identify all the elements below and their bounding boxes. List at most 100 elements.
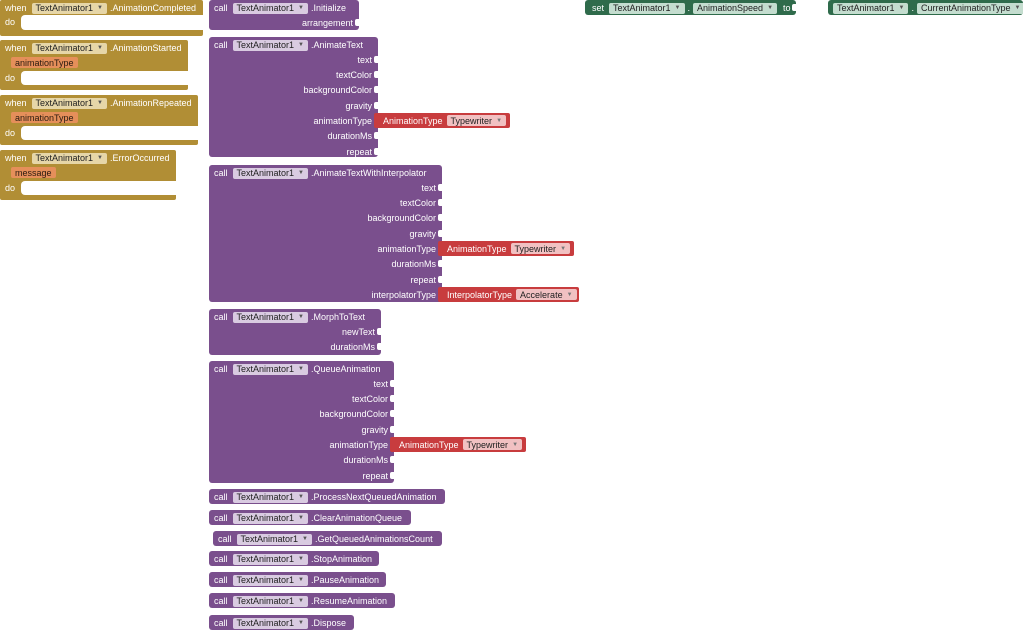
input-socket[interactable] (374, 132, 378, 139)
to-keyword: to (783, 3, 791, 13)
event-parameter[interactable]: animationType (11, 112, 78, 123)
event-block-animation-started[interactable]: when TextAnimator1▼ .AnimationStarted an… (0, 40, 188, 90)
chevron-down-icon: ▼ (97, 45, 103, 51)
call-block-clear-animation-queue[interactable]: call TextAnimator1▼ .ClearAnimationQueue (209, 510, 411, 525)
component-dropdown[interactable]: TextAnimator1▼ (232, 167, 308, 179)
input-socket[interactable] (390, 395, 394, 402)
input-socket[interactable] (390, 426, 394, 433)
animation-type-enum-block[interactable]: AnimationType Typewriter▼ (438, 241, 574, 256)
call-block-animate-text[interactable]: call TextAnimator1▼ .AnimateText text te… (209, 37, 378, 157)
animation-type-enum-block[interactable]: AnimationType Typewriter▼ (374, 113, 510, 128)
enum-value-dropdown[interactable]: Typewriter▼ (446, 115, 507, 126)
method-name: .ProcessNextQueuedAnimation (311, 492, 437, 502)
component-dropdown[interactable]: TextAnimator1▼ (232, 574, 308, 586)
component-dropdown[interactable]: TextAnimator1▼ (236, 533, 312, 545)
do-slot[interactable] (21, 15, 203, 30)
input-socket[interactable] (390, 410, 394, 417)
arg-label: newText (341, 327, 375, 337)
component-dropdown[interactable]: TextAnimator1▼ (232, 311, 308, 323)
input-socket[interactable] (374, 71, 378, 78)
input-socket[interactable] (355, 19, 359, 26)
arg-label: text (357, 55, 372, 65)
input-socket[interactable] (438, 230, 442, 237)
call-block-queue-animation[interactable]: call TextAnimator1▼ .QueueAnimation text… (209, 361, 394, 483)
enum-value-dropdown[interactable]: Typewriter▼ (462, 439, 523, 450)
component-dropdown[interactable]: TextAnimator1▼ (31, 97, 107, 109)
input-socket[interactable] (792, 4, 796, 11)
component-dropdown[interactable]: TextAnimator1▼ (232, 553, 308, 565)
chevron-down-icon: ▼ (512, 441, 519, 448)
arg-label: gravity (361, 425, 388, 435)
enum-value-dropdown[interactable]: Typewriter▼ (510, 243, 571, 254)
call-block-animate-text-with-interpolator[interactable]: call TextAnimator1▼ .AnimateTextWithInte… (209, 165, 442, 302)
chevron-down-icon: ▼ (298, 5, 304, 11)
event-name: .AnimationCompleted (110, 3, 197, 13)
animation-type-enum-block[interactable]: AnimationType Typewriter▼ (390, 437, 526, 452)
component-dropdown[interactable]: TextAnimator1▼ (31, 152, 107, 164)
call-block-process-next-queued-animation[interactable]: call TextAnimator1▼ .ProcessNextQueuedAn… (209, 489, 445, 504)
component-dropdown[interactable]: TextAnimator1▼ (232, 512, 308, 524)
enum-type-label: AnimationType (399, 439, 459, 450)
do-slot[interactable] (21, 71, 188, 85)
event-parameter[interactable]: message (11, 167, 56, 178)
component-dropdown[interactable]: TextAnimator1▼ (833, 2, 909, 14)
arg-label: textColor (399, 198, 436, 208)
component-dropdown[interactable]: TextAnimator1▼ (232, 595, 308, 607)
arg-label: durationMs (343, 455, 388, 465)
event-block-error-occurred[interactable]: when TextAnimator1▼ .ErrorOccurred messa… (0, 150, 176, 200)
input-socket[interactable] (438, 214, 442, 221)
enum-type-label: AnimationType (447, 243, 507, 254)
call-block-morph-to-text[interactable]: call TextAnimator1▼ .MorphToText newText… (209, 309, 381, 355)
call-block-initialize[interactable]: call TextAnimator1▼ .Initialize arrangem… (209, 0, 359, 30)
call-block-stop-animation[interactable]: call TextAnimator1▼ .StopAnimation (209, 551, 379, 566)
enum-value-dropdown[interactable]: Accelerate▼ (516, 289, 577, 300)
chevron-down-icon: ▼ (767, 5, 774, 11)
input-socket[interactable] (438, 276, 442, 283)
call-block-dispose[interactable]: call TextAnimator1▼ .Dispose (209, 615, 354, 630)
chevron-down-icon: ▼ (298, 170, 304, 176)
input-socket[interactable] (374, 102, 378, 109)
input-socket[interactable] (374, 86, 378, 93)
input-socket[interactable] (377, 343, 381, 350)
do-slot[interactable] (21, 126, 198, 140)
input-socket[interactable] (374, 56, 378, 63)
input-socket[interactable] (377, 328, 381, 335)
event-parameter[interactable]: animationType (11, 57, 78, 68)
component-dropdown[interactable]: TextAnimator1▼ (31, 42, 107, 54)
call-keyword: call (214, 40, 228, 50)
input-socket[interactable] (390, 380, 394, 387)
component-dropdown[interactable]: TextAnimator1▼ (232, 363, 308, 375)
do-slot[interactable] (21, 181, 176, 195)
component-dropdown[interactable]: TextAnimator1▼ (31, 2, 107, 14)
method-name: .ResumeAnimation (311, 596, 388, 606)
call-block-pause-animation[interactable]: call TextAnimator1▼ .PauseAnimation (209, 572, 386, 587)
component-dropdown[interactable]: TextAnimator1▼ (609, 2, 685, 14)
input-socket[interactable] (374, 148, 378, 155)
event-block-animation-completed[interactable]: when TextAnimator1▼ .AnimationCompleted … (0, 0, 203, 36)
event-block-animation-repeated[interactable]: when TextAnimator1▼ .AnimationRepeated a… (0, 95, 198, 145)
arg-label: gravity (345, 101, 372, 111)
property-setter-block[interactable]: set TextAnimator1▼ . AnimationSpeed▼ to (585, 0, 796, 15)
property-dropdown[interactable]: CurrentAnimationType▼ (917, 2, 1023, 14)
component-dropdown[interactable]: TextAnimator1▼ (232, 2, 308, 14)
component-dropdown[interactable]: TextAnimator1▼ (232, 491, 308, 503)
call-block-resume-animation[interactable]: call TextAnimator1▼ .ResumeAnimation (209, 593, 395, 608)
interpolator-type-enum-block[interactable]: InterpolatorType Accelerate▼ (438, 287, 579, 302)
property-getter-block[interactable]: TextAnimator1▼ . CurrentAnimationType▼ (828, 0, 1023, 15)
method-name: .QueueAnimation (311, 364, 381, 374)
property-dropdown[interactable]: AnimationSpeed▼ (693, 2, 778, 14)
call-block-get-queued-animations-count[interactable]: call TextAnimator1▼ .GetQueuedAnimations… (213, 531, 442, 546)
input-socket[interactable] (390, 472, 394, 479)
input-socket[interactable] (438, 199, 442, 206)
arg-label: textColor (335, 70, 372, 80)
call-keyword: call (218, 534, 232, 544)
input-socket[interactable] (390, 456, 394, 463)
input-socket[interactable] (438, 260, 442, 267)
event-name: .AnimationRepeated (110, 98, 192, 108)
component-dropdown[interactable]: TextAnimator1▼ (232, 617, 308, 629)
chevron-down-icon: ▼ (560, 245, 567, 252)
input-socket[interactable] (438, 184, 442, 191)
chevron-down-icon: ▼ (898, 5, 905, 11)
call-keyword: call (214, 554, 228, 564)
component-dropdown[interactable]: TextAnimator1▼ (232, 39, 308, 51)
